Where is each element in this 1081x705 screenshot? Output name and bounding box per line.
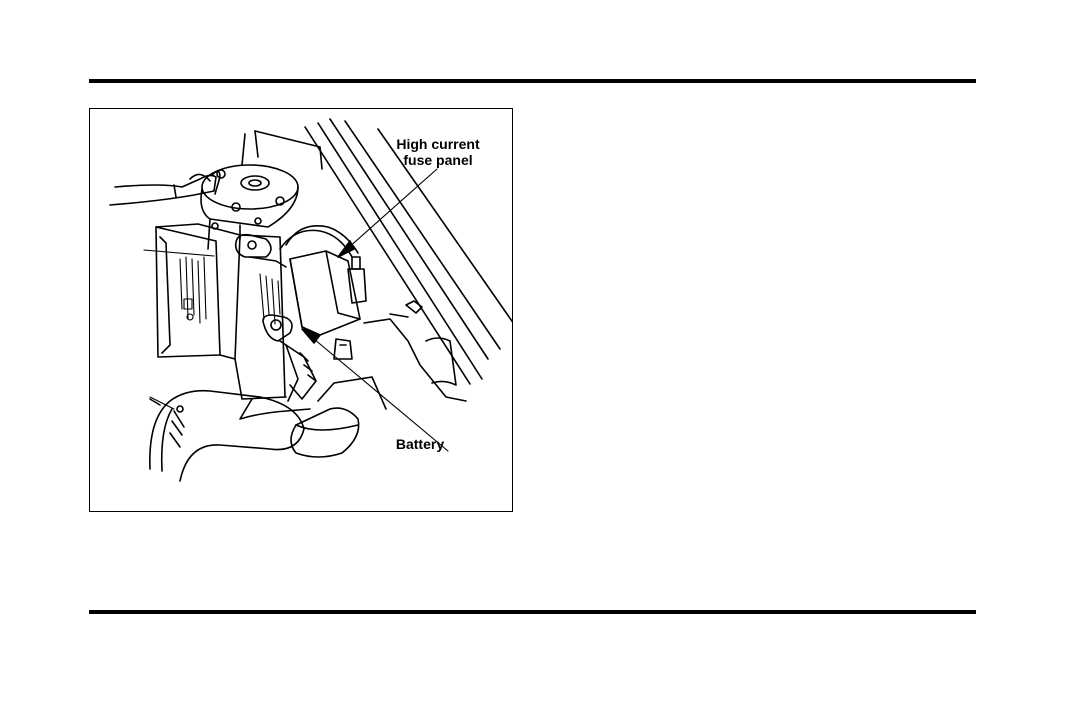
cable-loop xyxy=(110,171,220,205)
header-rule xyxy=(89,79,976,83)
footer-rule xyxy=(89,610,976,614)
fuse-panel-callout: High current fuse panel xyxy=(378,136,498,168)
battery-label-marks xyxy=(180,257,280,324)
fuse-panel-arrowhead xyxy=(338,241,354,257)
leader-lines xyxy=(144,169,448,451)
battery-cable xyxy=(263,315,316,401)
battery xyxy=(156,224,286,399)
engine-compartment-figure: High current fuse panel Battery xyxy=(89,108,513,512)
foreground-hose xyxy=(150,391,304,481)
fuse-panel-callout-line1: High current xyxy=(378,136,498,152)
battery-callout: Battery xyxy=(380,436,460,452)
fuse-panel-callout-line2: fuse panel xyxy=(378,152,498,168)
